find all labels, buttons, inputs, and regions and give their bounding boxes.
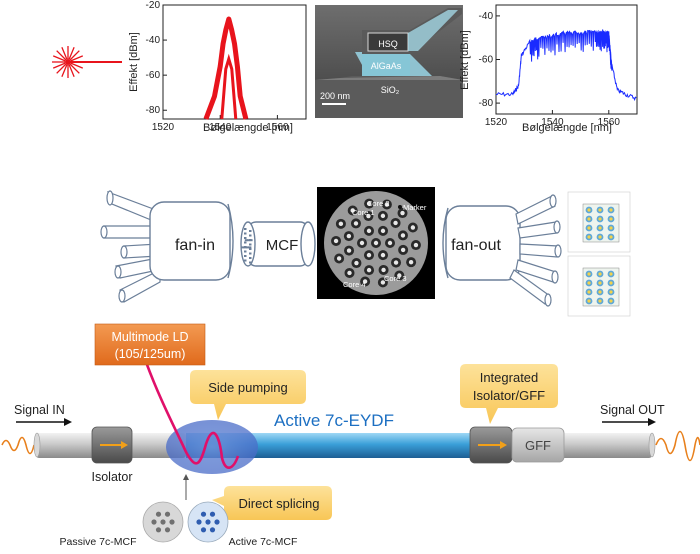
- chart1-ytick-label: -60: [146, 70, 161, 81]
- signal-in-label: Signal IN: [14, 403, 65, 417]
- side-pumping-label: Side pumping: [208, 380, 288, 395]
- marker-label: Marker: [403, 203, 427, 212]
- core-2-label: Core 2: [367, 199, 390, 208]
- fan-in-device: fan-in: [100, 190, 234, 303]
- active-mcf-label: Active 7c-MCF: [229, 536, 298, 548]
- active-fiber-label: Active 7c-EYDF: [274, 411, 394, 430]
- fan-in-label: fan-in: [175, 237, 215, 254]
- chart2-xtick-label: 1520: [485, 117, 508, 128]
- chart2-ytick-label: -80: [479, 98, 494, 109]
- chart2-ytick-label: -60: [479, 55, 494, 66]
- chart1-xtick-label: 1540: [209, 122, 232, 133]
- isolator-label: Isolator: [92, 470, 133, 484]
- fan-out-device: fan-out: [442, 194, 562, 307]
- integrated-isolator-component: [469, 426, 513, 464]
- gff-component: GFF: [511, 427, 565, 463]
- chart1-ylabel: Effekt [dBm]: [128, 32, 140, 92]
- multimode-ld-callout: Multimode LD (105/125um): [94, 323, 206, 366]
- multimode-ld-label-line2: (105/125um): [115, 347, 186, 361]
- fan-out-label: fan-out: [451, 237, 501, 254]
- chart2-ytick-label: -40: [479, 11, 494, 22]
- integrated-label-line2: Isolator/GFF: [473, 388, 545, 403]
- signal-out-label: Signal OUT: [600, 403, 665, 417]
- output-spectrum-chart: 1520 1540 1560 -40 -60 -80 Bølgelængde [nm] E…: [459, 4, 638, 134]
- chart1-series-inner: [220, 53, 238, 120]
- signal-in-wave-icon: [1, 436, 35, 455]
- sem-label-hsq: HSQ: [378, 39, 398, 49]
- mcf-segment: MCF: [240, 221, 316, 267]
- laser-icon: [52, 46, 122, 78]
- chart1-ytick-label: -20: [146, 0, 161, 11]
- mcf-cross-section-image: Core 1 Core 2 Marker Core 3 Core 4: [317, 187, 435, 299]
- signal-out-wave-icon: [655, 430, 700, 462]
- direct-splicing-callout: Direct splicing: [212, 486, 332, 520]
- core-1-label: Core 1: [352, 208, 375, 217]
- direct-splicing-label: Direct splicing: [239, 496, 320, 511]
- chart1-xtick-label: 1560: [266, 122, 289, 133]
- integrated-callout: Integrated Isolator/GFF: [460, 364, 558, 424]
- sem-waveguide-image: HSQ AlGaAs SiO₂ 200 nm: [315, 5, 463, 118]
- input-spectrum-chart: 1520 1540 1560 -20 -40 -60 -80 Bølgelængde [nm…: [128, 0, 307, 134]
- passive-mcf-label: Passive 7c-MCF: [59, 536, 136, 548]
- passive-mcf-cross-section-icon: [142, 501, 184, 543]
- chart1-ytick-label: -40: [146, 35, 161, 46]
- side-pumping-callout: Side pumping: [190, 370, 306, 420]
- sem-scale-label: 200 nm: [320, 91, 350, 101]
- chart1-ytick-label: -80: [146, 105, 161, 116]
- active-mcf-cross-section-icon: [187, 501, 229, 543]
- pump-fiber: [144, 361, 240, 469]
- chart2-xtick-label: 1560: [598, 117, 621, 128]
- multimode-ld-label-line1: Multimode LD: [111, 330, 188, 344]
- chart2-ylabel: Effekt [dBm]: [459, 30, 471, 90]
- sem-label-sio2: SiO₂: [381, 85, 400, 95]
- chart2-xtick-label: 1540: [541, 117, 564, 128]
- side-pumping-region: [166, 420, 258, 474]
- chart1-xlabel: Bølgelængde [nm]: [203, 122, 293, 134]
- gff-label: GFF: [525, 438, 551, 453]
- chart2-xlabel: Bølgelængde [nm]: [522, 122, 612, 134]
- isolator-component: [91, 426, 133, 464]
- core-3-label: Core 3: [384, 274, 407, 283]
- core-4-label: Core 4: [343, 280, 366, 289]
- mcf-label: MCF: [266, 237, 299, 254]
- chart2-frame: [495, 4, 638, 115]
- chart1-xtick-label: 1520: [152, 122, 175, 133]
- chart1-series-line: [203, 16, 249, 120]
- chart2-series-line: [495, 29, 637, 102]
- sem-label-algaas: AlGaAs: [371, 61, 402, 71]
- mode-field-thumbnails: [567, 191, 631, 317]
- integrated-label-line1: Integrated: [480, 370, 539, 385]
